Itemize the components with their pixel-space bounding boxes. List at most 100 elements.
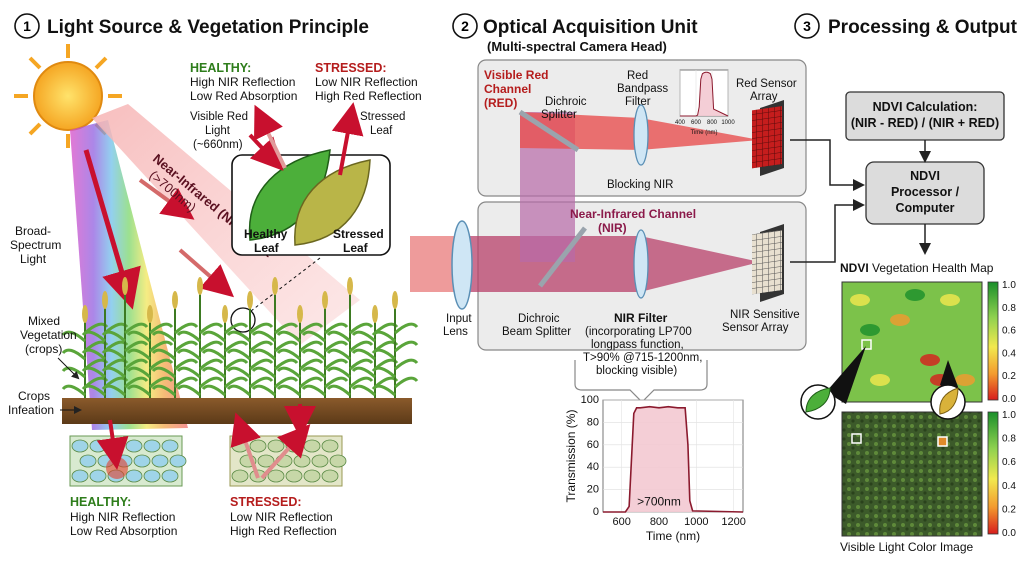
- stressed-bottom-line-2: High Red Reflection: [230, 524, 337, 538]
- chart-annotation: >700nm: [637, 494, 681, 508]
- colorbar-tick-label: 0.6: [1002, 457, 1016, 468]
- crops-infection-label: Crops Infeation: [8, 389, 54, 417]
- x-axis-label: Time (nm): [690, 130, 717, 136]
- colorbar-tick-label: 0.8: [1002, 434, 1016, 445]
- nir-filter-icon: [633, 229, 649, 299]
- x-tick-label: 800: [707, 120, 718, 126]
- nir-filter-description: (incorporating LP700 longpass function, …: [583, 326, 706, 377]
- input-beam: [410, 236, 460, 292]
- stressed-callout-leaf-icon: [939, 387, 959, 415]
- colorbar-tick-label: 0.4: [1002, 348, 1016, 359]
- broad-spectrum-label: Broad- Spectrum Light: [10, 224, 65, 266]
- input-lens-label: Input Lens: [443, 313, 475, 338]
- ndvi-map-title: NDVI Vegetation Health Map: [840, 261, 994, 275]
- nir-sensor-to-processor-arrow: [790, 199, 865, 263]
- healthy-callout-pointer: [826, 346, 866, 404]
- healthy-cells: [69, 419, 187, 487]
- section-2: 2 Optical Acquisition Unit (Multi-spectr…: [410, 13, 807, 543]
- series-area: [680, 72, 728, 116]
- crops-illustration: [61, 277, 419, 400]
- colorbar-tick-label: 0.0: [1002, 528, 1016, 539]
- healthy-top-line-1: High NIR Reflection: [190, 75, 295, 89]
- nir-channel-label: Near-Infrared Channel (NIR): [570, 207, 699, 235]
- stressed-top-title: STRESSED:: [315, 61, 387, 75]
- split-beam: [520, 112, 575, 262]
- soil: [62, 398, 412, 424]
- colorbar-tick-label: 0.8: [1002, 303, 1016, 314]
- healthy-leaf-icon: [248, 149, 331, 241]
- red-sensor-label: Red Sensor Array: [736, 78, 800, 103]
- nir-arrow-2: [178, 248, 235, 298]
- mixed-vegetation-pointer: [57, 357, 80, 380]
- y-tick-label: 80: [587, 416, 599, 428]
- sun-icon: [14, 44, 122, 148]
- section-3: 3 Processing & Output NDVI Calculation: …: [790, 13, 1018, 554]
- section-2-title: Optical Acquisition Unit: [483, 17, 698, 38]
- healthy-leaf-label: Healthy Leaf: [244, 227, 291, 255]
- y-tick-label: 100: [581, 394, 599, 406]
- colorbar-tick-label: 0.2: [1002, 371, 1016, 382]
- input-lens-icon: [451, 220, 473, 310]
- stressed-top-line-2: High Red Reflection: [315, 89, 422, 103]
- x-tick-label: 1000: [721, 120, 735, 126]
- healthy-bottom-title: HEALTHY:: [70, 495, 131, 509]
- series-line: [603, 405, 744, 513]
- blocking-nir-label: Blocking NIR: [607, 179, 673, 191]
- x-axis-label: Time (nm): [646, 529, 700, 543]
- x-tick-label: 1200: [721, 516, 745, 528]
- ndvi-colorbar: [987, 281, 999, 401]
- x-tick-label: 600: [612, 516, 630, 528]
- nir-sensor-icon: [752, 224, 784, 302]
- series-line: [680, 71, 729, 117]
- colorbar-tick-label: 1.0: [1002, 410, 1016, 421]
- nir-filter-title: NIR Filter: [614, 311, 668, 325]
- section-3-number-circle: [794, 13, 820, 39]
- ndvi-processor-line-2: Processor /: [891, 185, 960, 199]
- nir-out-arrow: [254, 104, 287, 169]
- ndvi-colorbar-ticks: 1.00.80.60.40.20.0: [1002, 280, 1016, 405]
- ndvi-processor-line-1: NDVI: [910, 169, 940, 183]
- ndvi-calculation-title: NDVI Calculation:: [873, 100, 978, 114]
- dichroic-splitter-label: Dichroic Splitter: [541, 96, 590, 121]
- red-out-arrow: [331, 102, 364, 176]
- red-bandpass-label: Red Bandpass Filter: [617, 70, 671, 108]
- x-tick-label: 600: [691, 120, 702, 126]
- section-1-number-circle: [14, 13, 40, 39]
- stressed-cells: [229, 404, 347, 487]
- colorbar-tick-label: 0.6: [1002, 326, 1016, 337]
- stressed-bottom-line-1: Low NIR Reflection: [230, 510, 333, 524]
- colorbar-tick-label: 1.0: [1002, 280, 1016, 291]
- section-2-number: 2: [461, 18, 469, 34]
- section-2-subtitle: (Multi-spectral Camera Head): [487, 39, 667, 54]
- healthy-callout-leaf-icon: [805, 387, 831, 413]
- section-1-title: Light Source & Vegetation Principle: [47, 17, 369, 38]
- red-sensor-to-processor-arrow: [790, 139, 865, 191]
- y-axis-label: Transmission (%): [564, 410, 578, 503]
- x-tick-label: 1000: [684, 516, 708, 528]
- nir-sensor-label: NIR Sensitive Sensor Array: [722, 309, 803, 334]
- y-tick-label: 40: [587, 461, 599, 473]
- x-tick-label: 800: [650, 516, 668, 528]
- visible-color-image: [841, 411, 983, 537]
- colorbar-tick-label: 0.4: [1002, 481, 1016, 492]
- y-tick-label: 0: [593, 506, 599, 518]
- stressed-top-line-1: Low NIR Reflection: [315, 75, 418, 89]
- broad-red-arrow: [83, 149, 141, 310]
- visible-colorbar: [987, 411, 999, 535]
- stressed-leaf-note: Stressed Leaf: [360, 111, 409, 137]
- red-sensor-icon: [752, 100, 784, 176]
- healthy-bottom-line-2: Low Red Absorption: [70, 524, 177, 538]
- healthy-top-title: HEALTHY:: [190, 61, 251, 75]
- ndvi-calculation-formula: (NIR - RED) / (NIR + RED): [851, 116, 999, 130]
- nir-arrow-1: [138, 178, 195, 220]
- visible-channel-label: Visible Red Channel (RED): [484, 68, 552, 110]
- colorbar-tick-label: 0.2: [1002, 504, 1016, 515]
- ndvi-map: [841, 281, 983, 420]
- section-3-number: 3: [803, 18, 811, 34]
- section-2-number-circle: [452, 13, 478, 39]
- dichroic-splitter-bottom: [538, 226, 587, 288]
